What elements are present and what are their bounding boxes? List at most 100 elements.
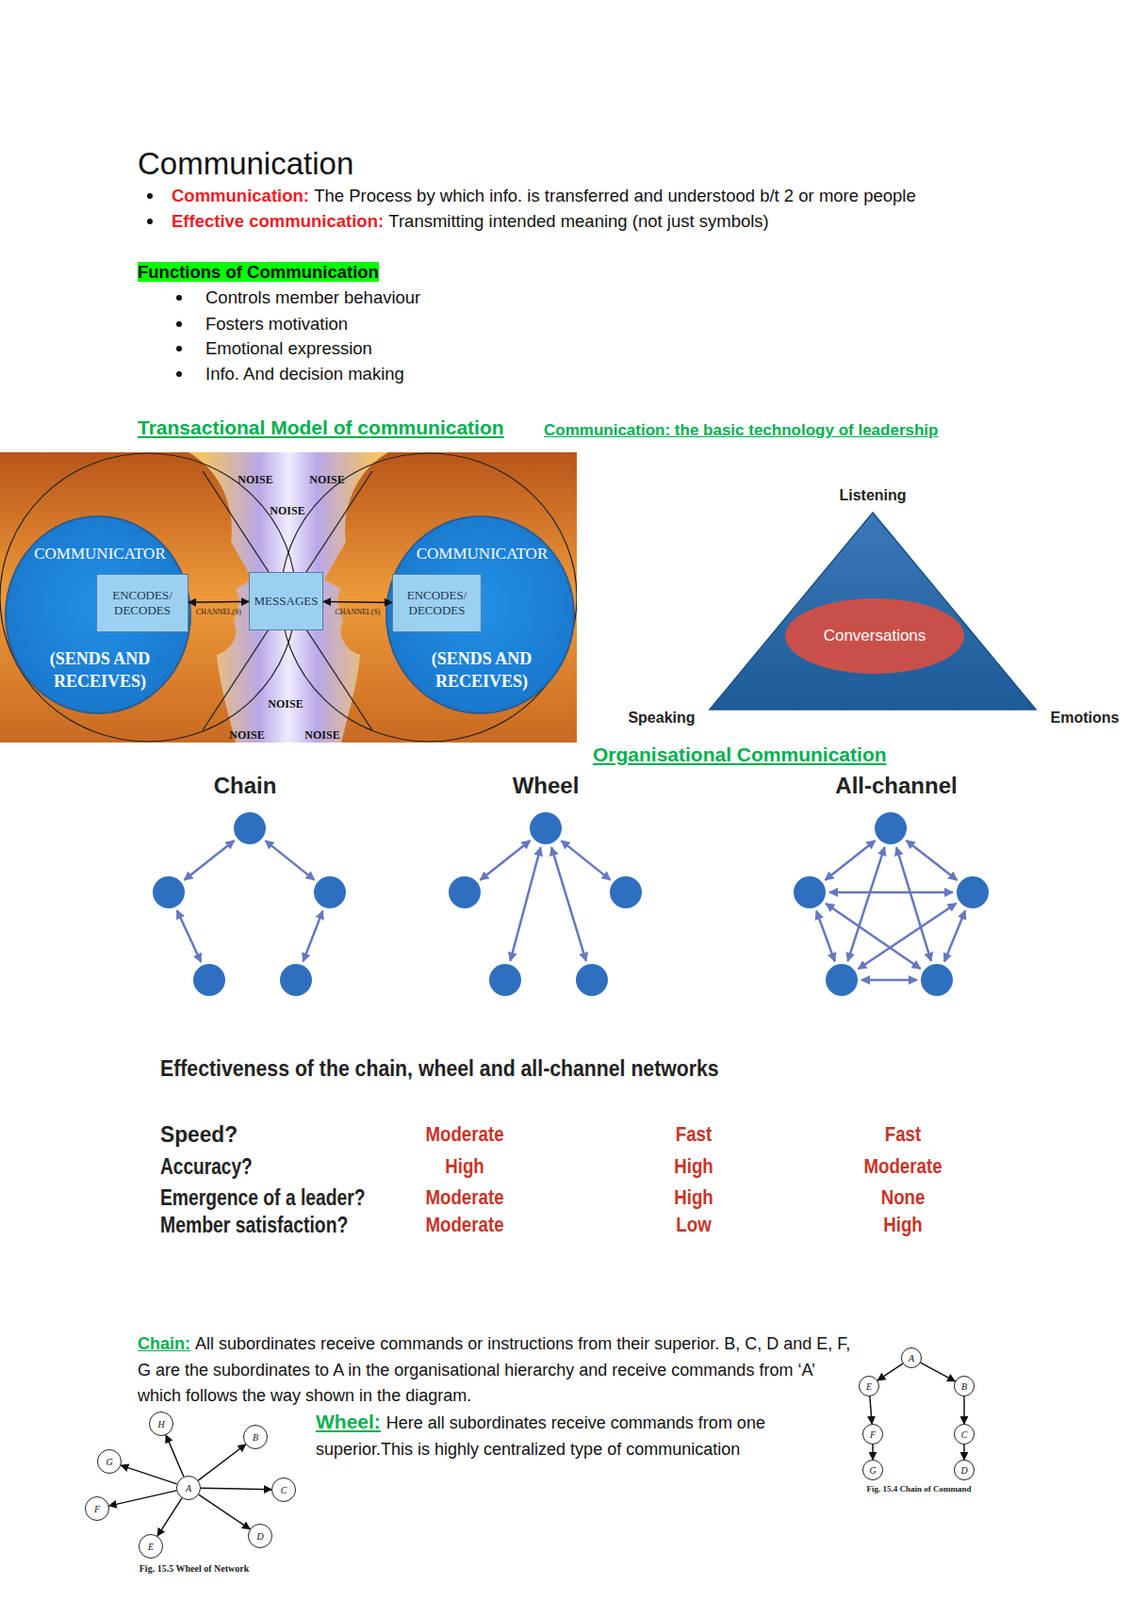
node-text: C xyxy=(961,1429,968,1441)
table-cell: High xyxy=(444,1154,485,1179)
node-text: MESSAGES xyxy=(254,593,319,609)
text-line: NOISE xyxy=(304,722,340,746)
text-line: None xyxy=(881,1187,926,1210)
text-line: High xyxy=(673,1187,714,1210)
table-cell: High xyxy=(883,1212,923,1237)
noise-line xyxy=(202,471,373,731)
letter-node: H xyxy=(148,1411,174,1437)
table-cell: Fast xyxy=(885,1122,921,1147)
list-item: Fosters motivation xyxy=(205,313,348,334)
vertex-label: Emotions xyxy=(1037,707,1131,729)
connector-arrow xyxy=(120,1465,177,1485)
term-label: Communication: xyxy=(171,185,310,206)
noise-label: NOISE xyxy=(304,728,340,742)
network-arrow xyxy=(944,910,966,962)
noise-label: NOISE xyxy=(229,728,264,742)
text-line: NOISE xyxy=(267,691,303,715)
text-line: Moderate xyxy=(425,1187,504,1210)
outline-ellipse xyxy=(280,453,577,742)
page-title: Communication xyxy=(137,145,354,183)
noise-label: NOISE xyxy=(237,473,273,487)
paragraph-text: Here all subordinates receive commands f… xyxy=(315,1413,766,1459)
noise-line xyxy=(202,471,373,731)
node-text: ENCODES/ DECODES xyxy=(100,588,184,619)
text-line: Organisational Communication xyxy=(592,744,887,767)
text-line: Wheel xyxy=(512,775,580,799)
network-arrow xyxy=(303,911,324,963)
connector-arrow xyxy=(869,1396,872,1425)
network-arrow xyxy=(479,840,530,881)
term-label: Wheel: xyxy=(315,1410,381,1433)
text-line: Fig. 15.5 Wheel of Network xyxy=(139,1556,249,1580)
network-member xyxy=(956,876,989,909)
network-name: Wheel xyxy=(512,772,580,799)
encode-box: ENCODES/ DECODES xyxy=(96,573,189,633)
bullet-dot xyxy=(176,371,182,377)
network-arrow xyxy=(861,979,918,983)
text-line: Communication:The Process by which info.… xyxy=(171,185,917,207)
section-heading: Communication: the basic technology of l… xyxy=(543,421,938,440)
encode-box: ENCODES/ DECODES xyxy=(392,573,482,633)
section-heading: Transactional Model of communication xyxy=(137,416,505,439)
connector-arrow xyxy=(877,1363,903,1381)
text-line: Speed? xyxy=(160,1124,238,1148)
network-member xyxy=(233,812,266,845)
connector-arrow xyxy=(165,1435,184,1477)
noise-label: NOISE xyxy=(267,697,303,711)
letter-node: C xyxy=(271,1477,296,1503)
text-line: Emotional expression xyxy=(205,338,373,360)
network-arrow xyxy=(560,840,610,881)
connector-arrow xyxy=(920,1362,956,1382)
node-text: F xyxy=(94,1504,100,1515)
node-text: Conversations xyxy=(823,626,927,646)
network-member xyxy=(609,876,642,909)
leadership-triangle: ListeningSpeakingEmotionsConversations xyxy=(622,485,1131,736)
network-arrow xyxy=(816,911,836,963)
table-cell: High xyxy=(673,1185,714,1210)
face-silhouette xyxy=(324,452,577,743)
network-arrow xyxy=(824,840,875,881)
text-line: Fast xyxy=(885,1124,921,1147)
text-line: All-channel xyxy=(835,775,957,799)
letter-node: D xyxy=(953,1459,975,1481)
letter-node: G xyxy=(97,1449,122,1475)
term-label: Effective communication: xyxy=(171,211,384,231)
text-line: Fast xyxy=(675,1124,712,1147)
figure-caption: Fig. 15.5 Wheel of Network xyxy=(139,1563,249,1574)
network-member xyxy=(448,876,481,909)
network-arrow xyxy=(829,891,953,895)
figure-caption: Fig. 15.4 Chain of Command xyxy=(866,1484,971,1494)
letter-node: C xyxy=(953,1424,975,1445)
node-text: F xyxy=(869,1429,876,1441)
network-arrow xyxy=(551,847,587,962)
text-line: Fig. 15.4 Chain of Command xyxy=(866,1475,971,1500)
paragraph: Wheel:Here all subordinates receive comm… xyxy=(315,1409,844,1463)
noise-label: NOISE xyxy=(309,473,345,487)
channel-label: CHANNEL(S) xyxy=(335,607,381,618)
connector-arrow xyxy=(197,1444,246,1481)
row-label: Accuracy? xyxy=(160,1154,253,1180)
connector-arrow xyxy=(200,1488,272,1490)
network-arrow xyxy=(906,840,958,881)
connector-arrow xyxy=(963,1444,966,1460)
conversation-ellipse: Conversations xyxy=(785,598,965,674)
network-member xyxy=(152,876,185,909)
letter-node: G xyxy=(862,1459,884,1481)
node-text: G xyxy=(868,1465,876,1476)
text-line: Functions of Communication xyxy=(137,262,379,283)
network-name: All-channel xyxy=(835,772,957,799)
text-line: Effectiveness of the chain, wheel and al… xyxy=(160,1058,720,1082)
row-label: Member satisfaction? xyxy=(160,1212,348,1238)
communicator-circle: COMMUNICATOR(SENDS AND RECEIVES)ENCODES/… xyxy=(385,515,575,715)
list-item: Info. And decision making xyxy=(205,363,405,384)
text-line: Emergence of a leader? xyxy=(160,1187,366,1211)
communicator-role: (SENDS AND RECEIVES) xyxy=(407,647,557,693)
paragraph: Chain:All subordinates receive commands … xyxy=(137,1331,854,1410)
table-cell: Low xyxy=(675,1212,711,1237)
definition-text: Transmitting intended meaning (not just … xyxy=(388,211,769,231)
text-line: Transactional Model of communication xyxy=(137,417,505,440)
network-arrow xyxy=(847,847,885,962)
